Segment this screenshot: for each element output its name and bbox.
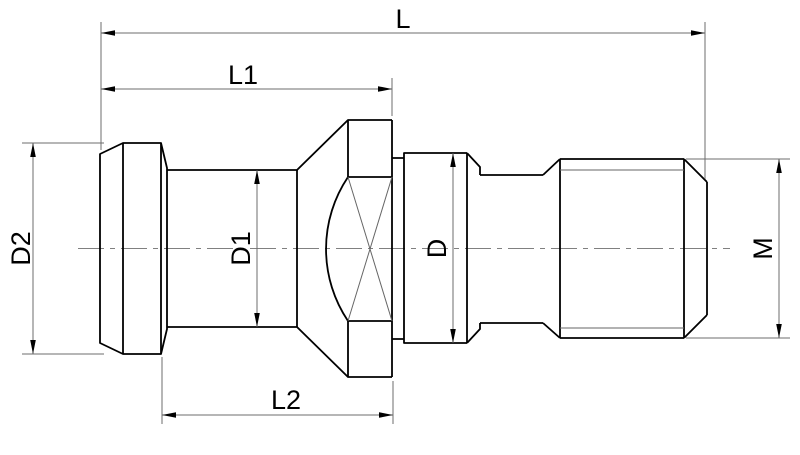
dimension-L2-label: L2 [271, 385, 301, 415]
dimension-D: D [422, 153, 456, 343]
dimension-L1-arrow-right [378, 86, 392, 92]
dimension-D1-arrow-bottom [254, 313, 260, 327]
neck-edges [480, 174, 543, 324]
dimension-D1-label: D1 [226, 231, 256, 266]
thread-runout-chamfers [542, 158, 561, 339]
d-cylinder-outline [403, 152, 467, 344]
dimension-L2-arrow-right [379, 412, 393, 418]
dimension-L2: L2 [161, 357, 394, 424]
dimension-L-label: L [395, 4, 410, 34]
thread-minor-diameter-lines [560, 169, 684, 329]
dimension-L1-arrow-left [101, 86, 115, 92]
dimension-D-arrow-top [450, 153, 456, 167]
head-groove-edges [392, 157, 404, 340]
dimension-M: M [686, 158, 790, 339]
dimension-D2-extension-lines [22, 142, 104, 355]
body-top-edge [167, 119, 392, 171]
dimension-D1-arrow-top [254, 170, 260, 184]
body-bottom-edge [167, 326, 392, 378]
dimension-M-extension-lines [686, 158, 790, 339]
sphere-silhouette-arc [325, 176, 349, 322]
dimension-L1: L1 [101, 60, 393, 116]
dimension-L2-arrow-left [162, 412, 176, 418]
dimension-L-arrow-right [691, 30, 705, 36]
head-cross-lines [347, 176, 393, 322]
dimension-M-arrow-top [776, 159, 782, 173]
dimension-M-arrow-bottom [776, 324, 782, 338]
dimension-M-label: M [748, 237, 778, 260]
dimension-L-extension-lines [100, 22, 706, 179]
dimension-L2-extension-lines [161, 357, 394, 424]
dimension-D2-label: D2 [6, 231, 36, 266]
head-tangent-lines [348, 176, 392, 322]
d-chamfer-edges [466, 152, 481, 344]
dimension-L-arrow-left [101, 30, 115, 36]
dimension-D2-arrow-top [30, 143, 36, 157]
flange-neck-groove [160, 142, 168, 355]
thin-feature-lines [347, 169, 684, 329]
dimension-L1-label: L1 [228, 60, 258, 90]
dimension-L: L [100, 4, 706, 179]
dimension-D-arrow-bottom [450, 329, 456, 343]
part-outline [99, 119, 708, 378]
thread-end-chamfers [683, 158, 708, 339]
dimension-D1: D1 [226, 170, 260, 327]
dimension-D2-arrow-bottom [30, 340, 36, 354]
dimension-D-label: D [422, 239, 452, 259]
dimension-D2: D2 [6, 142, 104, 355]
thread-major-diameter-edges [560, 158, 684, 339]
